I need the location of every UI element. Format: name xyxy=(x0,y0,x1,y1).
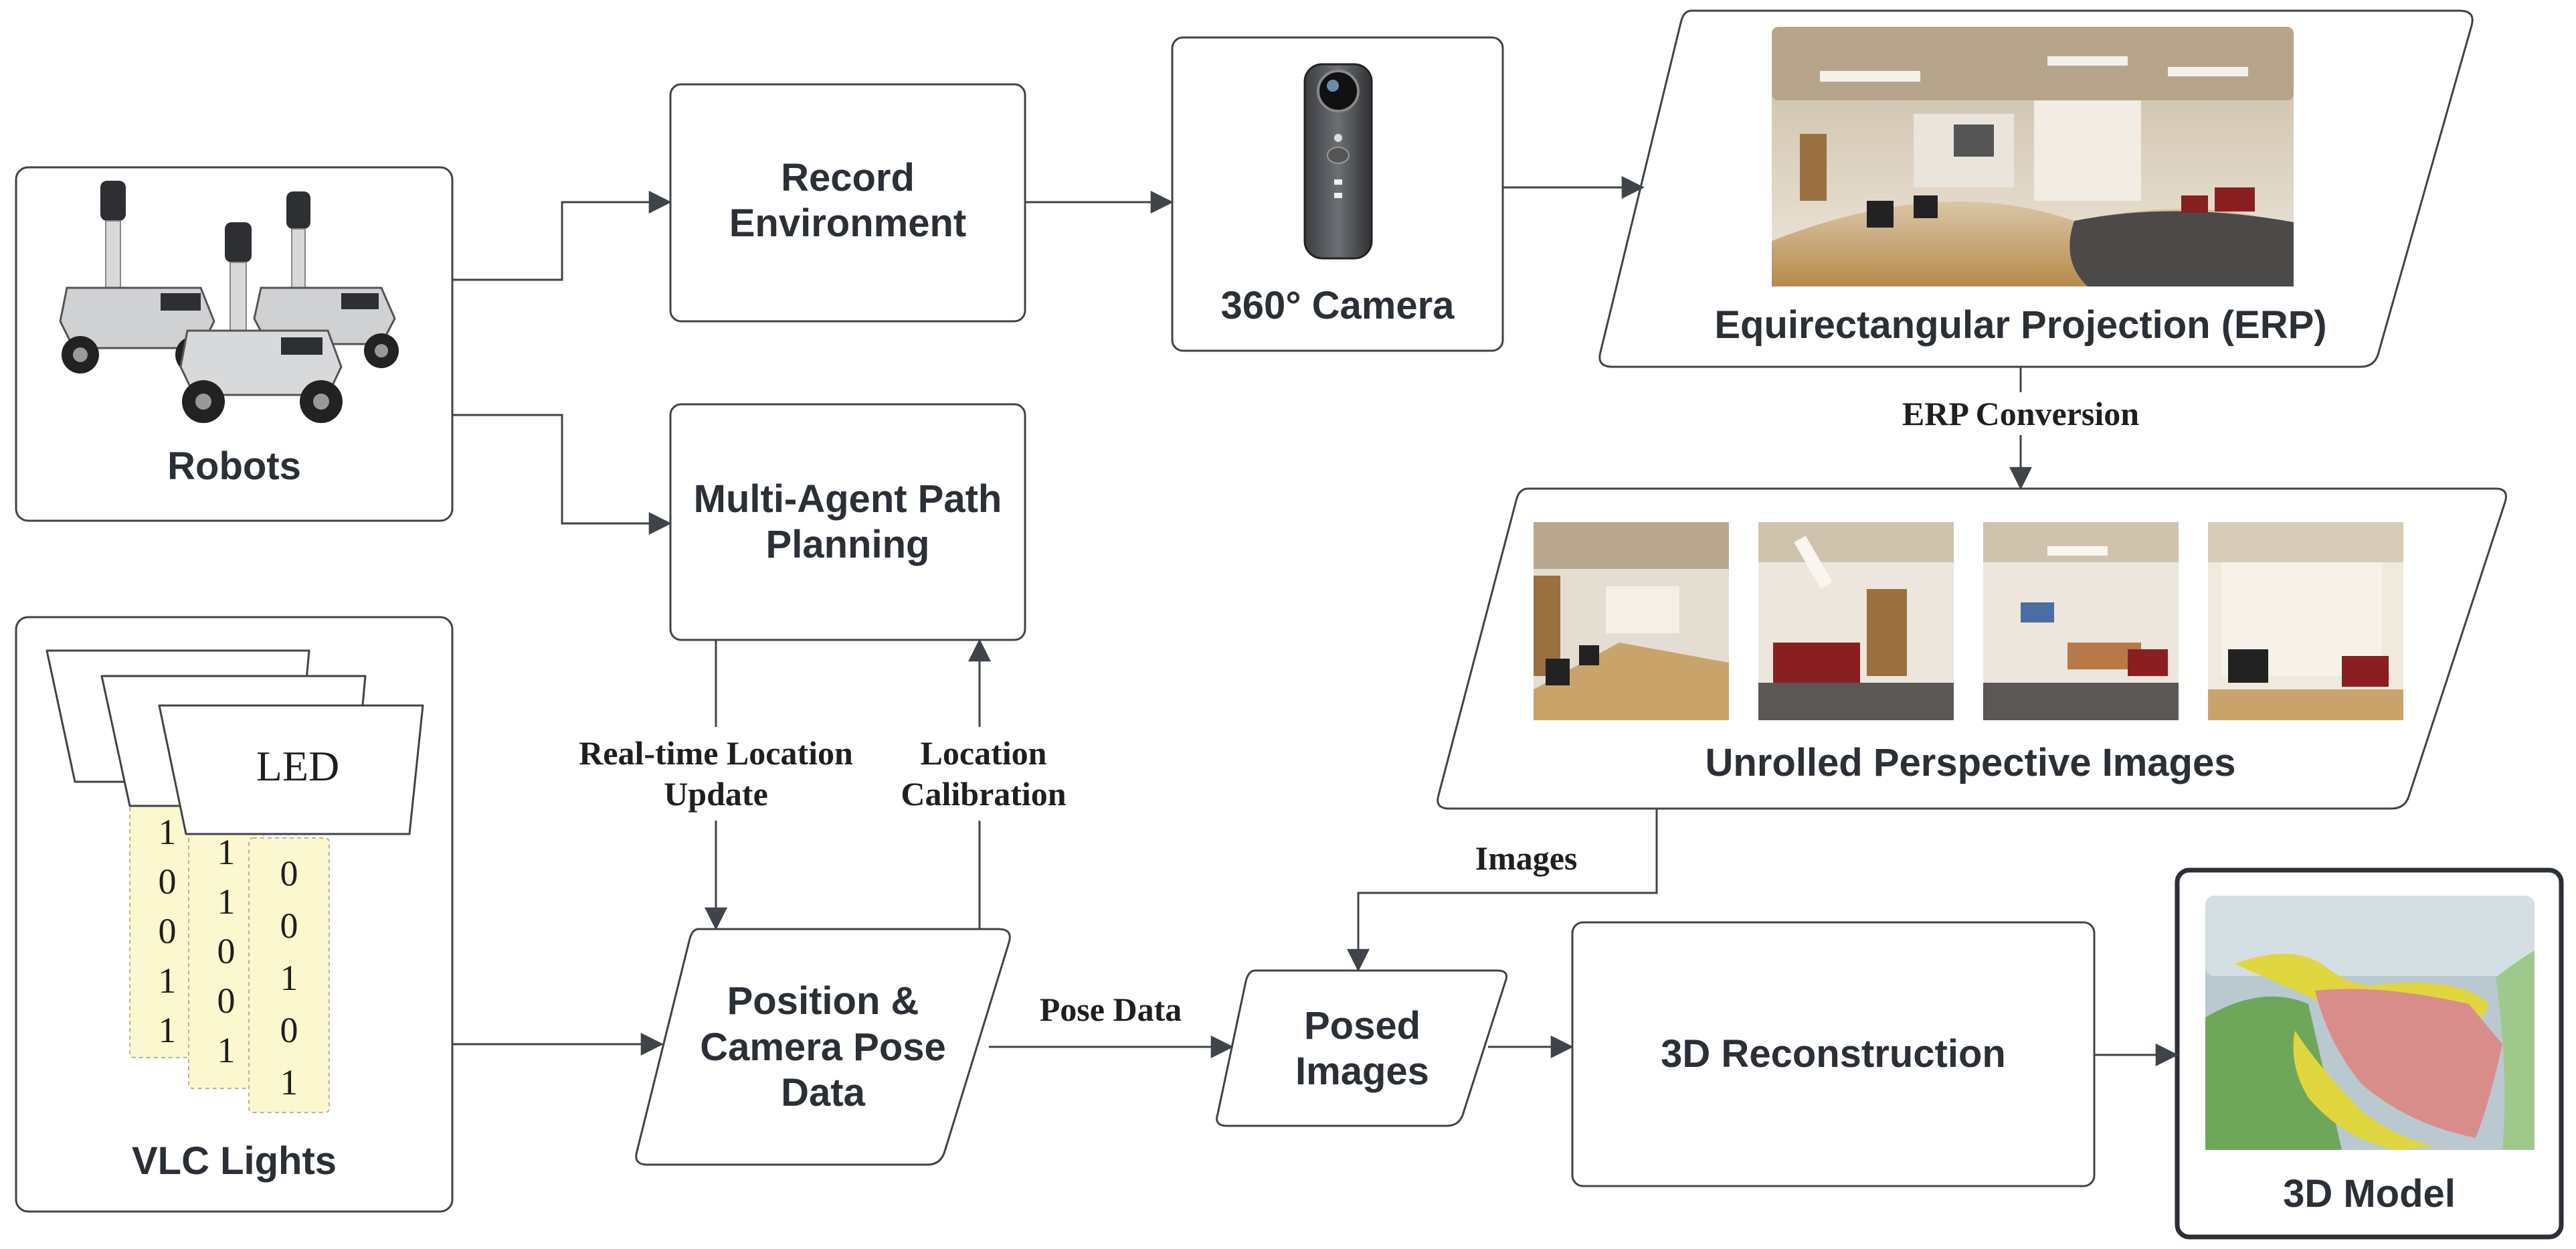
unrolled-images-label: Unrolled Perspective Images xyxy=(1705,740,2236,784)
position-pose-parallelogram xyxy=(635,928,1011,1166)
led-lamp-front xyxy=(158,704,424,835)
unrolled-image-1 xyxy=(1534,522,1729,720)
edge-label-images: Images xyxy=(1449,837,1603,880)
unrolled-image-4 xyxy=(2208,522,2403,720)
led-bits-strip-2: 1 1 0 0 1 xyxy=(189,827,264,1075)
arrow-robots-to-record xyxy=(452,191,672,281)
led-bit: 0 xyxy=(158,861,177,902)
led-bit: 0 xyxy=(217,931,236,971)
unrolled-image-2 xyxy=(1758,522,1954,720)
erp-panorama-image xyxy=(1772,27,2294,286)
led-bit: 1 xyxy=(158,961,177,1001)
led-bit: 0 xyxy=(158,911,177,951)
edge-label-pose-data: Pose Data xyxy=(1017,988,1204,1031)
led-bit: 0 xyxy=(280,1010,298,1050)
model-3d-illustration xyxy=(2205,896,2535,1150)
arrow-unrolled-to-posed xyxy=(1347,809,1658,972)
led-bit: 1 xyxy=(217,832,236,872)
unrolled-image-3 xyxy=(1983,522,2179,720)
edge-label-location-calibration: Location Calibration xyxy=(883,727,1084,821)
led-bit: 0 xyxy=(217,981,236,1021)
edge-label-erp-conversion: ERP Conversion xyxy=(1873,392,2168,435)
vlc-lights-label: VLC Lights xyxy=(131,1139,337,1183)
erp-label: Equirectangular Projection (ERP) xyxy=(1714,303,2327,347)
reconstruction-3d-label: 3D Reconstruction xyxy=(1661,1031,2006,1076)
position-pose-label: Position & Camera Pose Data xyxy=(700,979,946,1115)
multi-agent-path-planning-label: Multi-Agent Path Planning xyxy=(693,477,1002,566)
led-label: LED xyxy=(256,742,340,790)
led-bit: 0 xyxy=(280,906,298,946)
model-3d-label: 3D Model xyxy=(2283,1171,2456,1216)
posed-images-parallelogram xyxy=(1216,969,1507,1127)
camera-360-illustration xyxy=(1303,63,1373,260)
edge-label-realtime-location-update: Real-time Location Update xyxy=(569,727,863,821)
led-bits-strip-3: 0 0 1 0 1 xyxy=(249,847,329,1108)
vlc-led-illustration xyxy=(45,649,424,1113)
led-bit: 1 xyxy=(280,1062,298,1102)
robots-illustration xyxy=(59,181,399,423)
record-environment-label: Record Environment xyxy=(729,155,967,245)
led-bit: 1 xyxy=(280,958,298,998)
camera-360-label: 360° Camera xyxy=(1220,283,1455,327)
posed-images-label: Posed Images xyxy=(1295,1003,1429,1093)
led-bit: 1 xyxy=(217,882,236,922)
led-bit: 1 xyxy=(158,1010,177,1050)
led-bit: 0 xyxy=(280,853,298,894)
led-bits-strip-1: 1 0 0 1 1 xyxy=(130,807,205,1055)
led-bit: 1 xyxy=(158,812,177,852)
robots-label: Robots xyxy=(167,444,301,488)
arrow-robots-to-planning xyxy=(452,414,672,535)
led-bit-strip-3 xyxy=(248,837,330,1113)
led-bit: 1 xyxy=(217,1030,236,1070)
